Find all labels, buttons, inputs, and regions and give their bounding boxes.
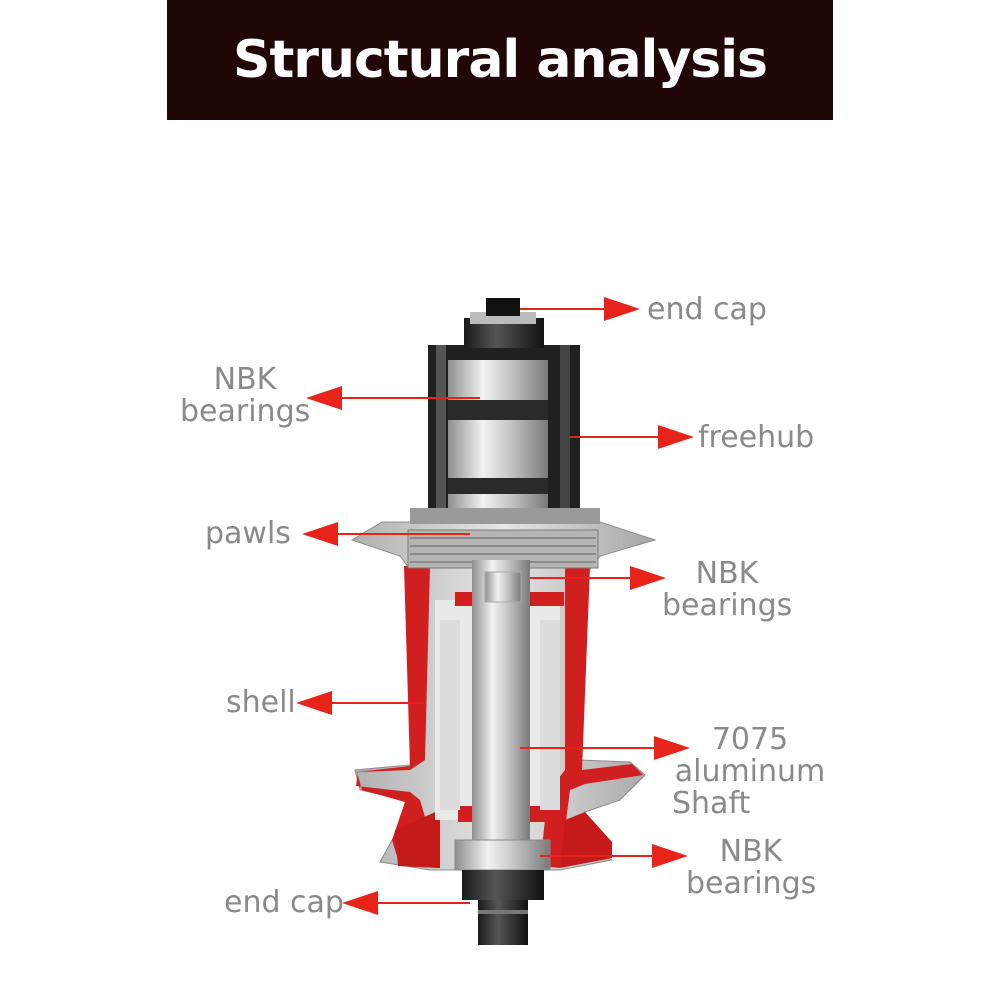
label-nbk-bearings-low-line1: NBK [719, 834, 783, 869]
label-pawls: pawls [205, 516, 291, 551]
label-shaft-line2: aluminum [674, 754, 826, 789]
label-end-cap-bottom: end cap [224, 885, 344, 920]
callout-arrows [296, 297, 694, 915]
lower-bearing [454, 839, 551, 871]
label-nbk-bearings-mid-line2: bearings [662, 588, 793, 623]
title-banner: Structural analysis [167, 0, 833, 120]
label-nbk-bearings-low-line2: bearings [686, 866, 817, 901]
label-shaft-line3: Shaft [672, 786, 751, 821]
freehub-body [410, 345, 600, 524]
label-nbk-bearings-mid-line1: NBK [695, 556, 759, 591]
axle-shaft [440, 560, 560, 850]
label-nbk-bearings-left-line1: NBK [213, 362, 277, 397]
label-nbk-bearings-low: NBK bearings [686, 836, 816, 900]
label-shell: shell [226, 685, 296, 720]
end-cap-top [464, 298, 544, 348]
label-end-cap-top: end cap [647, 292, 767, 327]
end-cap-bottom [462, 870, 544, 945]
label-shaft-line1: 7075 [711, 722, 789, 757]
label-nbk-bearings-left-line2: bearings [180, 394, 311, 429]
label-nbk-bearings-mid: NBK bearings [662, 558, 792, 622]
label-nbk-bearings-left: NBK bearings [180, 364, 310, 428]
page-title: Structural analysis [233, 30, 768, 90]
label-freehub: freehub [698, 420, 815, 455]
label-shaft: 7075 aluminum Shaft [670, 724, 830, 820]
